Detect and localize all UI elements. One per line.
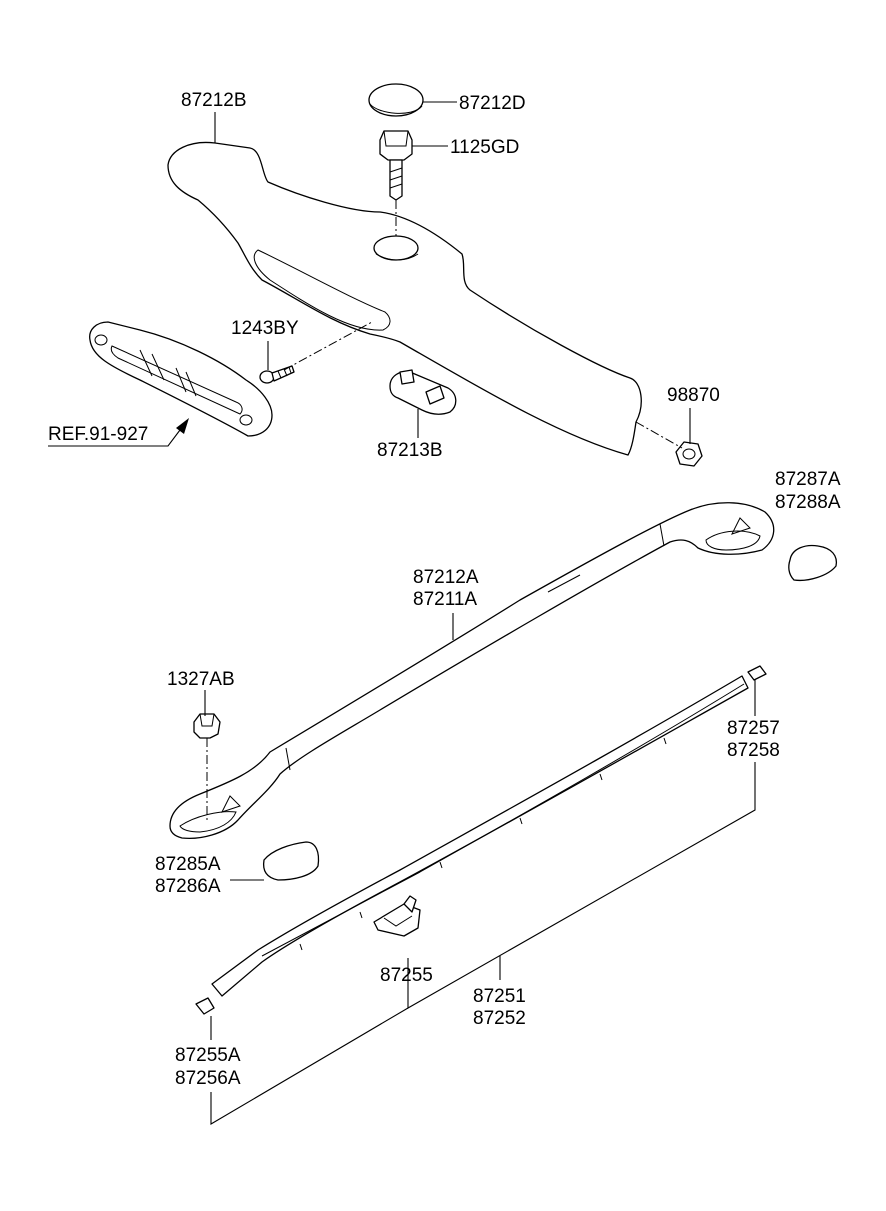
label-87285A: 87285A bbox=[155, 854, 221, 875]
hidden-lines bbox=[206, 200, 683, 820]
label-87211A: 87211A bbox=[413, 589, 477, 610]
cap-87212D bbox=[368, 83, 424, 117]
side-rail-87212A bbox=[169, 502, 775, 840]
ref-arrow-icon bbox=[176, 418, 189, 434]
end-cap-87287A bbox=[788, 544, 838, 582]
label-87287A: 87287A bbox=[775, 469, 841, 490]
clip-87213B bbox=[389, 369, 457, 415]
label-87258: 87258 bbox=[727, 740, 780, 761]
label-87255A: 87255A bbox=[175, 1045, 241, 1066]
label-1243BY: 1243BY bbox=[231, 318, 299, 339]
label-87288A: 87288A bbox=[775, 492, 841, 513]
bracket-ref-91-927 bbox=[89, 321, 273, 437]
label-87213B: 87213B bbox=[377, 440, 443, 461]
label-87212B: 87212B bbox=[181, 90, 247, 111]
cross-bar-87212B bbox=[167, 141, 642, 456]
clip-87255 bbox=[373, 895, 421, 937]
part-labels: 87212B 87212D 1125GD 1243BY REF.91-927 8… bbox=[48, 90, 841, 1089]
bolt-1125GD bbox=[379, 130, 413, 201]
label-87257: 87257 bbox=[727, 718, 780, 739]
label-ref-91-927: REF.91-927 bbox=[48, 424, 148, 445]
label-87286A: 87286A bbox=[155, 876, 221, 897]
roof-molding-87251 bbox=[211, 675, 749, 997]
label-98870: 98870 bbox=[667, 385, 720, 406]
label-1327AB: 1327AB bbox=[167, 669, 235, 690]
nut-1327AB bbox=[193, 713, 221, 739]
screw-1243BY bbox=[259, 365, 295, 384]
label-87252: 87252 bbox=[473, 1008, 526, 1029]
label-87251: 87251 bbox=[473, 986, 526, 1007]
clip-87255A bbox=[195, 997, 215, 1015]
label-87255: 87255 bbox=[380, 965, 433, 986]
nut-98870 bbox=[675, 441, 703, 467]
label-1125GD: 1125GD bbox=[450, 137, 519, 158]
clip-87257 bbox=[747, 665, 767, 681]
label-87212A: 87212A bbox=[413, 567, 479, 588]
label-87256A: 87256A bbox=[175, 1068, 241, 1089]
end-cap-87285A bbox=[262, 841, 320, 881]
label-87212D: 87212D bbox=[459, 93, 526, 114]
leader-lines bbox=[48, 101, 756, 1125]
